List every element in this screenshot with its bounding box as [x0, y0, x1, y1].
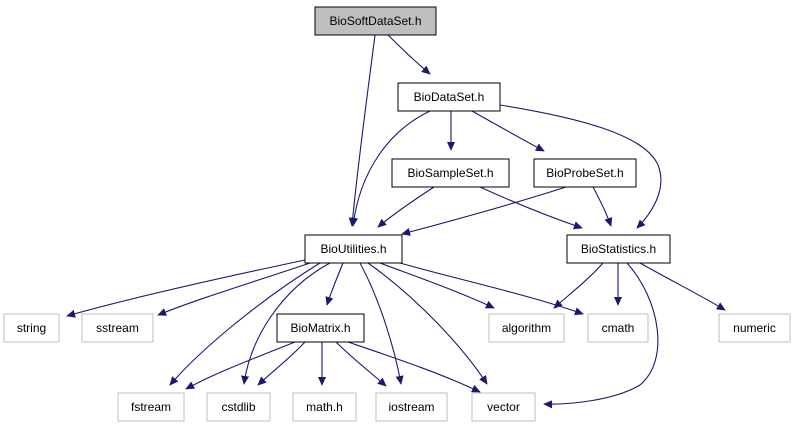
node-box	[391, 158, 510, 188]
node-algorithm: algorithm	[488, 313, 565, 343]
edge-bioutilities-to-vector	[367, 262, 488, 385]
edge-biostatistics-to-vector	[543, 262, 659, 409]
edge-biodataset-to-biostatistics	[499, 104, 662, 229]
node-label: BioUtilities.h	[320, 242, 386, 256]
edge-bioutilities-to-cstdlib	[241, 262, 331, 385]
edge-bioutilities-to-iostream	[359, 262, 404, 385]
node-biosoftdataset[interactable]: BioSoftDataSet.h	[314, 6, 437, 36]
edge-biosoftdataset-to-bioutilities	[348, 34, 376, 227]
node-box	[314, 6, 437, 36]
node-label: BioMatrix.h	[290, 321, 350, 335]
node-label: algorithm	[502, 321, 551, 335]
edge-biosampleset-to-bioutilities	[377, 186, 435, 228]
node-vector: vector	[471, 392, 536, 422]
node-sstream: sstream	[81, 313, 154, 343]
node-label: math.h	[306, 400, 343, 414]
node-box	[117, 392, 185, 422]
node-box	[292, 392, 357, 422]
edge-biosoftdataset-to-biodataset	[387, 34, 431, 75]
node-label: BioSampleSet.h	[407, 166, 493, 180]
edge-biomatrix-to-fstream	[185, 341, 296, 390]
node-label: fstream	[131, 400, 171, 414]
edge-bioutilities-to-biomatrix	[325, 262, 344, 306]
edge-bioutilities-to-string	[66, 259, 306, 318]
node-biomatrix[interactable]: BioMatrix.h	[276, 313, 365, 343]
node-box	[304, 234, 403, 264]
node-label: iostream	[388, 400, 434, 414]
node-label: vector	[487, 400, 520, 414]
edge-bioutilities-to-fstream	[169, 262, 321, 386]
edge-biodataset-to-bioprobeset	[471, 110, 545, 152]
edge-bioutilities-to-cmath	[399, 262, 584, 316]
node-label: BioDataSet.h	[414, 90, 485, 104]
node-label: cmath	[602, 321, 635, 335]
node-bioutilities[interactable]: BioUtilities.h	[304, 234, 403, 264]
node-box	[81, 313, 154, 343]
node-cmath: cmath	[587, 313, 649, 343]
edge-bioprobeset-to-bioutilities	[401, 186, 567, 236]
node-box	[375, 392, 448, 422]
node-box	[488, 313, 565, 343]
node-label: sstream	[96, 321, 139, 335]
file-nodes: BioSoftDataSet.hBioDataSet.hBioSampleSet…	[3, 6, 791, 422]
node-box	[276, 313, 365, 343]
node-label: BioStatistics.h	[581, 242, 656, 256]
node-label: numeric	[733, 321, 776, 335]
edge-biodataset-to-bioutilities	[349, 110, 431, 227]
node-label: BioProbeSet.h	[546, 166, 623, 180]
node-math_h: math.h	[292, 392, 357, 422]
node-cstdlib: cstdlib	[206, 392, 271, 422]
node-biodataset[interactable]: BioDataSet.h	[397, 82, 501, 112]
edge-bioutilities-to-sstream	[157, 262, 311, 316]
node-string: string	[3, 313, 60, 343]
edge-biostatistics-to-algorithm	[553, 262, 604, 309]
node-box	[471, 392, 536, 422]
dependency-edges	[66, 34, 726, 409]
edge-biomatrix-to-vector	[347, 341, 481, 393]
node-label: string	[17, 321, 46, 335]
node-fstream: fstream	[117, 392, 185, 422]
node-box	[206, 392, 271, 422]
edge-biostatistics-to-numeric	[639, 262, 726, 311]
edge-biomatrix-to-cstdlib	[257, 341, 306, 386]
node-numeric: numeric	[718, 313, 791, 343]
node-label: cstdlib	[221, 400, 255, 414]
node-label: BioSoftDataSet.h	[329, 14, 421, 28]
node-box	[718, 313, 791, 343]
node-box	[533, 158, 637, 188]
node-box	[3, 313, 60, 343]
node-biosampleset[interactable]: BioSampleSet.h	[391, 158, 510, 188]
edge-bioutilities-to-algorithm	[379, 262, 495, 309]
node-box	[397, 82, 501, 112]
edge-biomatrix-to-iostream	[335, 341, 387, 387]
node-bioprobeset[interactable]: BioProbeSet.h	[533, 158, 637, 188]
edge-bioprobeset-to-biostatistics	[592, 186, 613, 227]
node-biostatistics[interactable]: BioStatistics.h	[566, 234, 671, 264]
node-box	[587, 313, 649, 343]
node-iostream: iostream	[375, 392, 448, 422]
node-box	[566, 234, 671, 264]
edge-biosampleset-to-biostatistics	[479, 186, 583, 230]
